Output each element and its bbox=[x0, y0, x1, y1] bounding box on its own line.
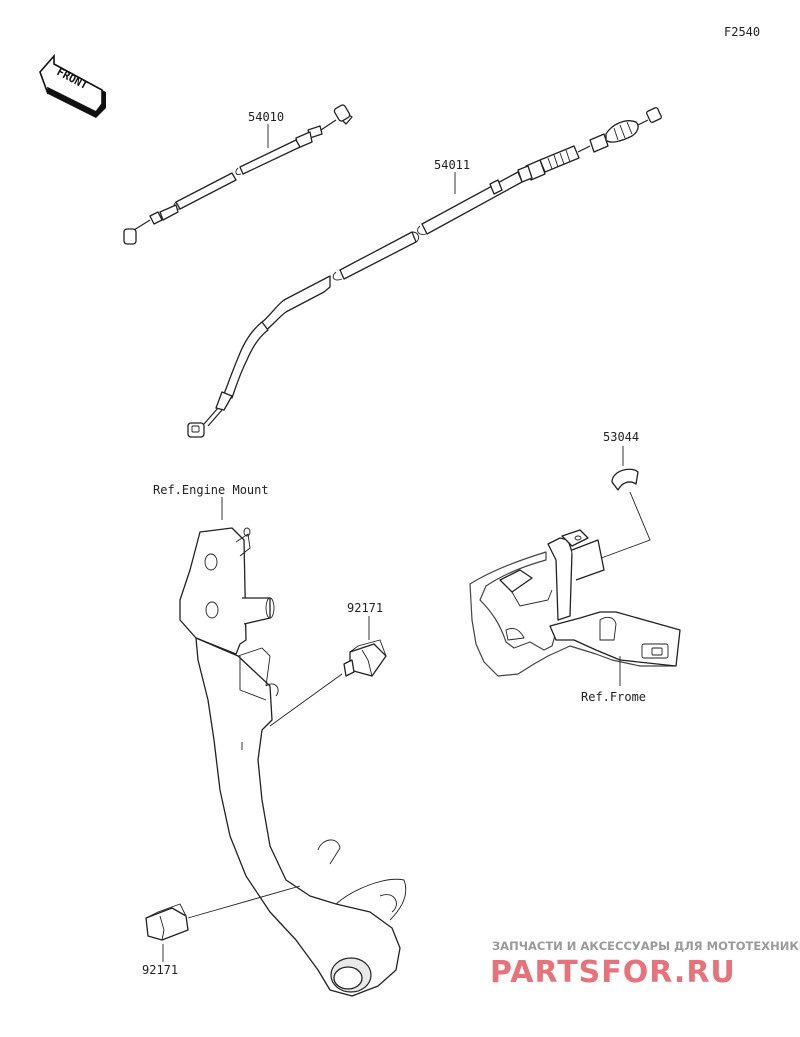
part-label-54011: 54011 bbox=[434, 158, 470, 172]
part-label-54010: 54010 bbox=[248, 110, 284, 124]
clutch-cable: 54010 bbox=[123, 104, 353, 245]
watermark-brand: PARTSFOR.RU bbox=[490, 955, 736, 990]
front-arrow-icon: FRONT bbox=[39, 53, 106, 118]
clamp-92171-lower: 92171 bbox=[142, 885, 301, 977]
clamp-92171-upper: 92171 bbox=[269, 601, 387, 727]
ref-frame-label: Ref.Frome bbox=[581, 690, 646, 704]
throttle-cable: 54011 bbox=[187, 107, 662, 438]
guide-53044: 53044 bbox=[595, 430, 651, 561]
part-label-92171-upper: 92171 bbox=[347, 601, 383, 615]
diagram-code: F2540 bbox=[724, 25, 760, 39]
engine-mount-arm: Ref.Engine Mount bbox=[153, 483, 407, 997]
part-label-53044: 53044 bbox=[603, 430, 639, 444]
ref-engine-mount-label: Ref.Engine Mount bbox=[153, 483, 269, 497]
frame-fragment: Ref.Frome bbox=[469, 529, 681, 704]
watermark-tagline: ЗАПЧАСТИ И АКСЕССУАРЫ ДЛЯ МОТОТЕХНИКИ bbox=[492, 939, 800, 953]
part-label-92171-lower: 92171 bbox=[142, 963, 178, 977]
watermark: ЗАПЧАСТИ И АКСЕССУАРЫ ДЛЯ МОТОТЕХНИКИ PA… bbox=[490, 939, 800, 990]
